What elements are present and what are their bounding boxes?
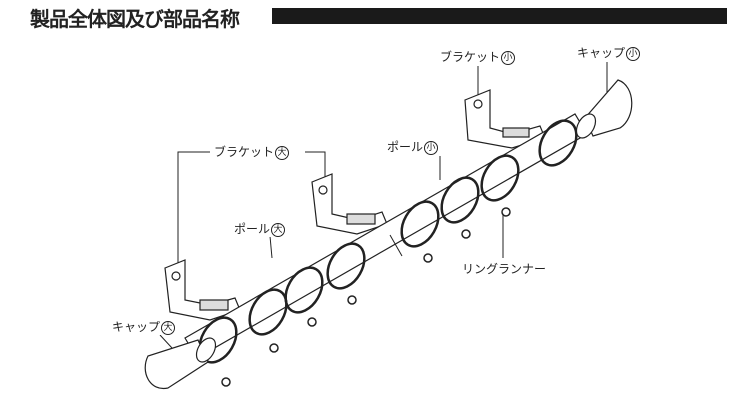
bracket-large-center bbox=[311, 173, 388, 235]
label-text: リングランナー bbox=[462, 262, 547, 276]
label-text: ポール bbox=[234, 222, 271, 236]
size-badge: 大 bbox=[271, 222, 286, 237]
bracket-small bbox=[464, 89, 546, 149]
bracket-large-left bbox=[164, 259, 241, 321]
page-title: 製品全体図及び部品名称 bbox=[30, 7, 240, 31]
ring-hooks bbox=[221, 207, 511, 387]
ring-runners bbox=[198, 119, 578, 364]
label-text: ブラケット bbox=[440, 50, 501, 64]
size-badge: 小 bbox=[626, 46, 641, 61]
label-pole-small: ポール小 bbox=[385, 138, 441, 155]
label-text: ポール bbox=[387, 140, 424, 154]
cap-small bbox=[575, 79, 633, 139]
size-badge: 小 bbox=[424, 140, 439, 155]
label-bracket-small: ブラケット小 bbox=[438, 48, 518, 65]
label-text: キャップ bbox=[577, 46, 626, 60]
label-ring-runner: リングランナー bbox=[460, 260, 549, 277]
label-pole-large: ポール大 bbox=[232, 220, 288, 237]
label-text: ブラケット bbox=[214, 145, 275, 159]
title-bar bbox=[272, 8, 727, 24]
label-cap-small: キャップ小 bbox=[575, 44, 643, 61]
leader-lines bbox=[159, 62, 608, 349]
cap-large bbox=[144, 337, 217, 390]
label-cap-large: キャップ大 bbox=[110, 318, 178, 335]
label-text: キャップ bbox=[112, 320, 161, 334]
label-bracket-large: ブラケット大 bbox=[212, 143, 292, 160]
size-badge: 大 bbox=[275, 145, 290, 160]
size-badge: 小 bbox=[501, 50, 516, 65]
size-badge: 大 bbox=[161, 320, 176, 335]
